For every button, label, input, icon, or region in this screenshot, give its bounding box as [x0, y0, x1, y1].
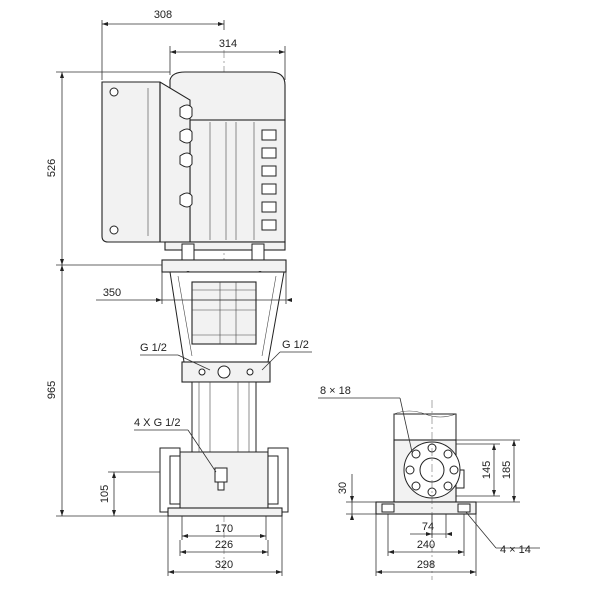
port-right-label: G 1/2	[282, 339, 309, 351]
holes-label: 8 × 18	[320, 385, 351, 397]
vent-plug	[217, 365, 231, 379]
dim-slots: 4 × 14	[465, 511, 540, 556]
pump-sleeve	[191, 381, 257, 453]
dim-30-label: 30	[337, 482, 349, 494]
terminal-box	[101, 81, 191, 243]
dim-holes: 8 × 18	[318, 385, 413, 453]
dim-226: 226	[179, 539, 269, 556]
dim-298-label: 298	[417, 559, 435, 571]
dim-170-label: 170	[215, 523, 233, 535]
port-left-label: G 1/2	[140, 342, 167, 354]
base-foot	[167, 507, 283, 517]
label-g12-left: G 1/2	[140, 342, 211, 371]
base-view: 8 × 18 30 145 185	[318, 385, 540, 580]
coupling	[191, 281, 257, 345]
dim-350-label: 350	[103, 287, 121, 299]
dim-965: 965	[46, 265, 168, 517]
dim-314-label: 314	[219, 38, 237, 50]
dim-240: 240	[387, 514, 465, 556]
cable-glands	[179, 104, 193, 208]
label-g12-right: G 1/2	[261, 339, 312, 371]
dim-308-label: 308	[154, 9, 172, 21]
dim-226-label: 226	[215, 539, 233, 551]
dim-170: 170	[181, 516, 267, 540]
dim-526-label: 526	[46, 159, 58, 177]
dim-320: 320	[167, 516, 283, 576]
motor-top-cover	[169, 71, 286, 121]
dim-298: 298	[375, 514, 477, 576]
front-view: 308 314 526 350	[46, 9, 312, 576]
dim-105-label: 105	[99, 485, 111, 503]
dim-350: 350	[96, 272, 292, 304]
dim-185: 185	[456, 439, 520, 503]
dim-105: 105	[99, 471, 160, 516]
dim-145: 145	[456, 443, 500, 497]
dim-965-label: 965	[46, 381, 58, 399]
dim-74: 74	[410, 514, 452, 538]
dim-30: 30	[337, 474, 376, 520]
dim-74-label: 74	[422, 521, 434, 533]
base-foot-plate	[375, 501, 477, 515]
motor-flange	[164, 241, 286, 251]
dim-526: 526	[46, 71, 170, 266]
dim-308: 308	[101, 9, 225, 80]
dim-185-label: 185	[501, 461, 513, 479]
dim-240-label: 240	[417, 539, 435, 551]
dim-145-label: 145	[481, 461, 493, 479]
drain-ports-label: 4 X G 1/2	[134, 417, 180, 429]
slots-label: 4 × 14	[500, 544, 531, 556]
dim-320-label: 320	[215, 559, 233, 571]
adapter-plate	[161, 259, 287, 273]
label-drain-ports: 4 X G 1/2	[134, 417, 217, 473]
dim-314: 314	[169, 38, 286, 80]
